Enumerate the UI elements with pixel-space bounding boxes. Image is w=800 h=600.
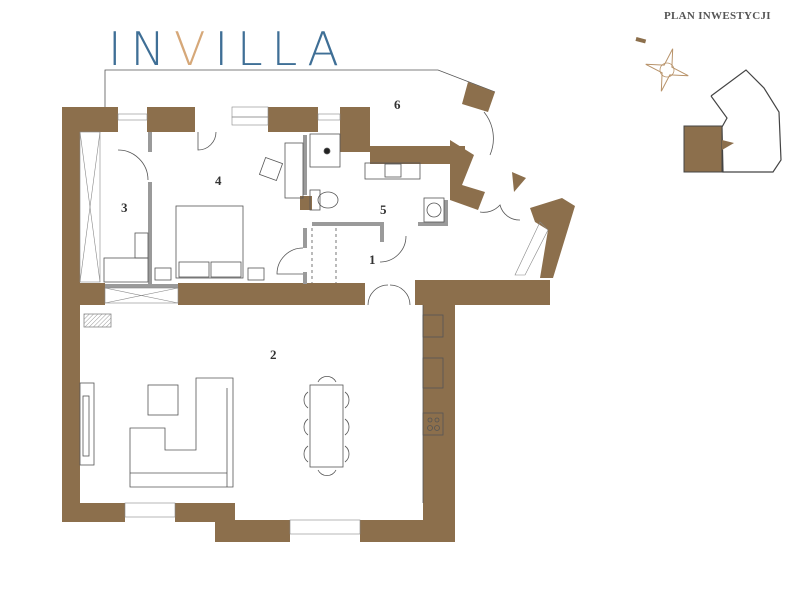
room-number-5: 5 [380,202,387,217]
exterior-walls [62,82,575,542]
room-number-1: 1 [369,252,376,267]
room-number-3: 3 [121,200,128,215]
room-number-2: 2 [270,347,277,362]
logo-part: IN [108,22,174,76]
invilla-logo: INVILLA [108,26,348,72]
plan-title: PLAN INWESTYCJI [664,10,771,22]
windows [79,106,549,535]
terrace-outline [104,69,496,107]
room-number-6: 6 [394,97,401,112]
logo-part: ILLA [214,22,348,76]
dining-chairs [303,376,350,476]
bathroom-fixtures [309,133,445,223]
interior-walls [105,132,448,288]
room-number-4: 4 [215,173,222,188]
compass-icon [635,36,689,92]
bedroom-furniture [103,142,304,283]
entrance-arrow-icon [512,172,526,192]
logo-accent: V [173,22,215,76]
location-minimap [683,69,782,173]
doors [117,111,521,306]
living-furniture [79,305,444,503]
